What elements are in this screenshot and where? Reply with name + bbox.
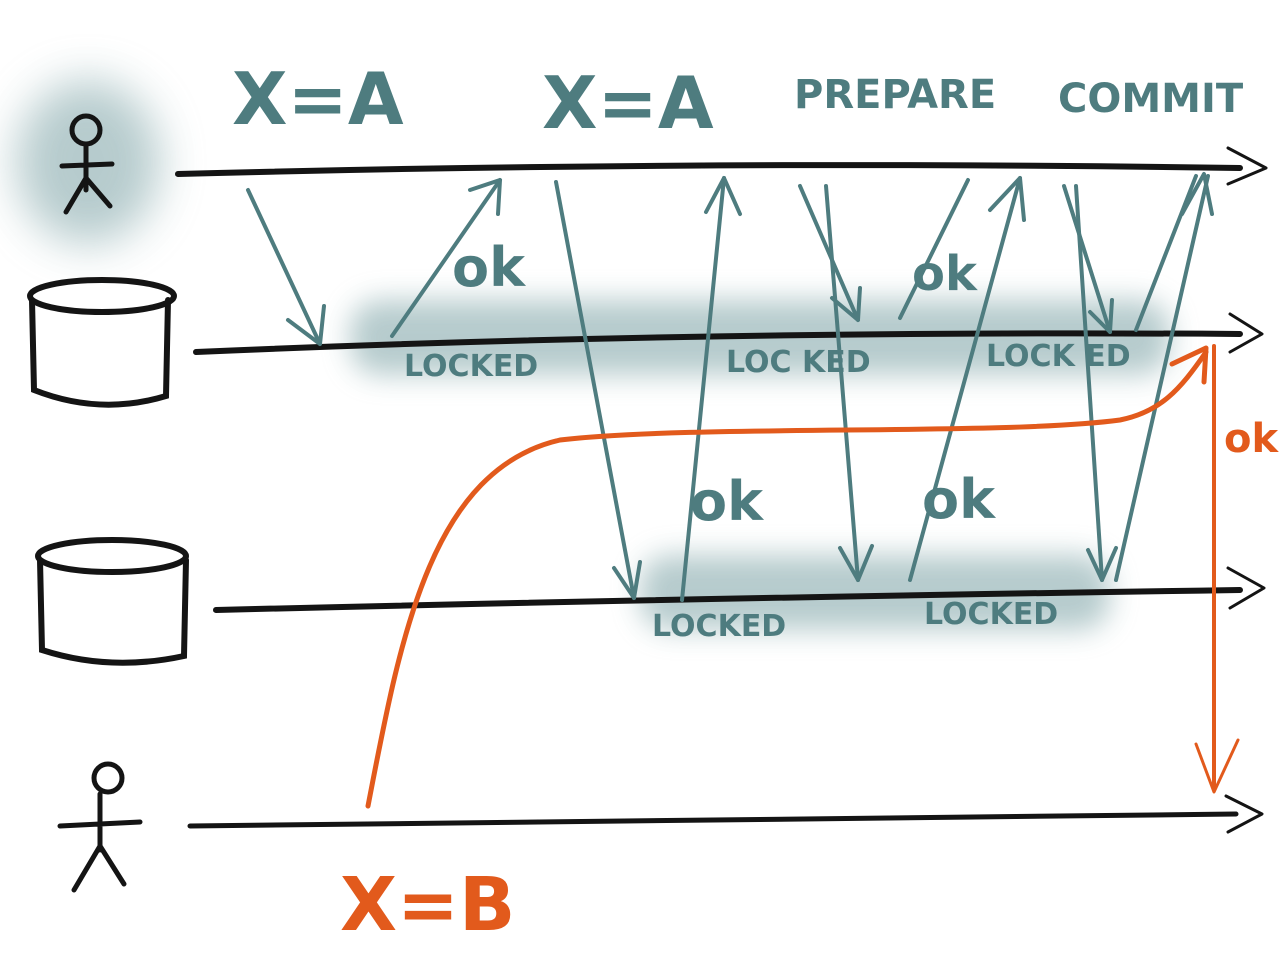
orange-labels: X=B ok <box>340 416 1279 948</box>
label-ok-orange: ok <box>1224 416 1279 462</box>
locked-labels: LOCKED LOC KED LOCK ED LOCKED LOCKED <box>404 339 1131 644</box>
label-ok-4: ok <box>922 468 996 531</box>
arrow-write2-ack <box>680 176 726 602</box>
timeline-server-2 <box>213 587 1243 613</box>
timeline-client-a <box>175 162 1243 177</box>
label-locked-2: LOC KED <box>726 345 871 380</box>
timeline-server-2-arrowhead <box>1226 566 1266 610</box>
arrow-commit-ack-server2 <box>1114 174 1210 582</box>
label-write-a-1: X=A <box>232 57 404 141</box>
arrow-commit-server2 <box>1074 184 1104 582</box>
database-cylinder-icon <box>27 277 177 408</box>
label-locked-5: LOCKED <box>924 597 1058 632</box>
label-locked-4: LOCKED <box>652 609 786 644</box>
label-locked-1: LOCKED <box>404 349 538 384</box>
ok-labels: ok ok ok ok <box>452 236 996 533</box>
server-2-lock-region <box>640 555 1110 630</box>
label-ok-3: ok <box>690 470 764 533</box>
arrow-commit-ack-server1 <box>1134 174 1198 332</box>
arrow-prepare-server1 <box>798 184 860 322</box>
label-commit: COMMIT <box>1058 76 1244 122</box>
phase-labels: X=A X=A PREPARE COMMIT <box>232 57 1244 145</box>
timelines <box>175 146 1268 834</box>
arrow-write1-ack <box>390 178 502 338</box>
label-locked-3: LOCK ED <box>986 339 1131 374</box>
arrow-commit-server1 <box>1062 184 1112 334</box>
timeline-client-b-arrowhead <box>1224 794 1264 834</box>
arrow-prepare-ack-server1 <box>898 178 970 320</box>
label-prepare: PREPARE <box>794 72 996 118</box>
database-cylinder-icon <box>35 537 189 666</box>
arrow-write2-request <box>554 180 636 600</box>
label-ok-1: ok <box>452 236 526 299</box>
label-write-b: X=B <box>340 862 515 948</box>
arrow-prepare-ack-server2 <box>908 176 1022 582</box>
label-write-a-2: X=A <box>542 61 714 145</box>
arrow-write1-request <box>246 188 322 346</box>
arrow-write-b-request <box>365 349 1209 809</box>
conflicting-write <box>365 344 1240 809</box>
stick-figure-icon <box>57 761 143 893</box>
timeline-client-a-arrowhead <box>1226 146 1268 186</box>
stick-figure-icon <box>59 113 115 215</box>
timeline-client-b <box>187 811 1239 829</box>
label-ok-2: ok <box>912 246 978 302</box>
arrow-prepare-server2 <box>824 184 860 582</box>
message-arrows <box>246 172 1214 602</box>
timeline-server-1-arrowhead <box>1228 312 1264 354</box>
